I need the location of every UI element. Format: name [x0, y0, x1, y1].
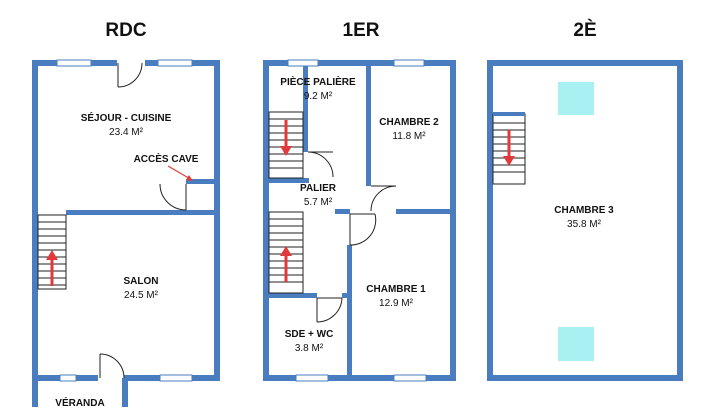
- 1er-wall-paliere-right: [303, 66, 308, 152]
- 1er-plan: [263, 59, 456, 382]
- room-sejour-cuisine-name: SÉJOUR - CUISINE: [80, 113, 172, 124]
- room-sde-wc-name: SDE + WC: [284, 329, 334, 340]
- annotation-acces-cave: ACCÈS CAVE: [133, 154, 199, 165]
- 2e-plan: [487, 60, 683, 381]
- room-sejour-cuisine: SÉJOUR - CUISINE 23.4 M²: [81, 112, 172, 140]
- floor-title-2e: 2È: [573, 20, 597, 41]
- rdc-plan: [32, 59, 220, 407]
- room-palier-area: 5.7 M²: [303, 197, 333, 208]
- room-chambre-3: CHAMBRE 3 35.8 M²: [554, 204, 613, 232]
- room-chambre-2-area: 11.8 M²: [392, 131, 426, 142]
- 1er-window-top-left: [287, 59, 319, 67]
- 2e-stairs-wall: [493, 112, 525, 116]
- room-chambre-2-name: CHAMBRE 2: [379, 117, 439, 128]
- room-piece-paliere: PIÈCE PALIÈRE 9.2 M²: [280, 76, 355, 104]
- 2e-skylight-top: [558, 82, 594, 115]
- room-veranda-name: VÉRANDA: [55, 398, 105, 409]
- 1er-wall-paliere-bottom: [269, 178, 309, 183]
- rdc-window-bottom-left: [59, 374, 77, 382]
- 1er-stair-arrowhead-up: [280, 246, 292, 256]
- 1er-door-piece-paliere: [307, 151, 334, 178]
- room-salon-area: 24.5 M²: [124, 290, 158, 301]
- 1er-door-chambre1: [349, 213, 377, 246]
- 1er-door-sde: [316, 297, 343, 323]
- room-piece-paliere-area: 9.2 M²: [303, 91, 333, 102]
- room-chambre-2: CHAMBRE 2 11.8 M²: [379, 116, 438, 144]
- room-piece-paliere-name: PIÈCE PALIÈRE: [280, 77, 356, 88]
- room-salon: SALON 24.5 M²: [124, 275, 159, 303]
- rdc-window-bottom-right: [159, 374, 193, 382]
- floor-title-1er: 1ER: [342, 20, 380, 41]
- cave-pointer-arrowhead: [186, 175, 193, 181]
- 1er-wall-chambre2-left: [366, 66, 371, 186]
- rdc-door-bottom-gap: [98, 374, 124, 382]
- veranda-wall-right: [122, 378, 128, 407]
- room-palier-name: PALIER: [300, 183, 336, 194]
- room-palier: PALIER 5.7 M²: [300, 182, 336, 210]
- rdc-window-top-left: [56, 59, 92, 67]
- room-sde-wc: SDE + WC 3.8 M²: [285, 328, 334, 356]
- 1er-wall-chambre1-top: [335, 209, 350, 214]
- 2e-skylight-bottom: [558, 327, 594, 361]
- room-sejour-cuisine-area: 23.4 M²: [109, 127, 143, 138]
- 1er-wall-sde-top-right: [342, 293, 350, 298]
- room-chambre-1-area: 12.9 M²: [379, 298, 413, 309]
- rdc-door-top: [117, 62, 143, 88]
- rdc-partition: [66, 210, 217, 215]
- room-chambre-1-name: CHAMBRE 1: [366, 284, 426, 295]
- 2e-stair-arrowhead-down: [503, 156, 515, 166]
- 1er-wall-chambre2-bottom: [396, 209, 453, 214]
- floor-title-rdc: RDC: [105, 20, 147, 41]
- room-sde-wc-area: 3.8 M²: [294, 343, 324, 354]
- veranda-wall-left: [32, 378, 38, 407]
- 1er-outer-walls: [263, 60, 456, 381]
- rdc-window-top-right: [157, 59, 193, 67]
- room-salon-name: SALON: [123, 276, 159, 287]
- 1er-window-bottom-left: [295, 374, 329, 382]
- rdc-door-top-gap: [117, 59, 145, 67]
- 1er-stair-arrowhead-down: [280, 146, 292, 156]
- 1er-wall-sde-top: [269, 293, 317, 298]
- 2e-outer-walls: [487, 60, 683, 381]
- rdc-stair-arrowhead: [46, 250, 58, 260]
- room-chambre-3-name: CHAMBRE 3: [554, 205, 614, 216]
- rdc-cave-door: [159, 183, 187, 211]
- 1er-door-chambre2: [370, 185, 397, 212]
- room-veranda: VÉRANDA: [55, 397, 104, 411]
- rdc-door-bottom: [99, 353, 125, 379]
- 1er-window-bottom-right: [393, 374, 427, 382]
- room-chambre-1: CHAMBRE 1 12.9 M²: [366, 283, 425, 311]
- 1er-window-top-right: [393, 59, 425, 67]
- 1er-wall-chambre1-left: [347, 245, 352, 378]
- room-chambre-3-area: 35.8 M²: [567, 219, 601, 230]
- rdc-cave-wall-top: [186, 179, 217, 184]
